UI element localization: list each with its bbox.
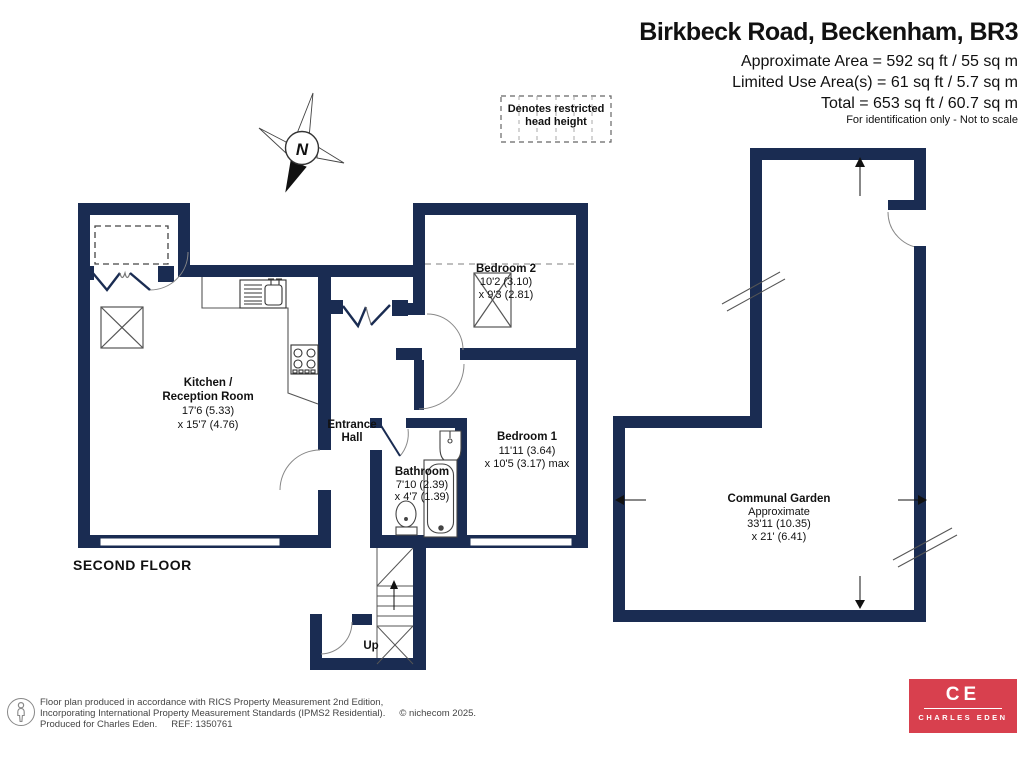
room-label-bedroom2: Bedroom 2 10'2 (3.10) x 9'3 (2.81) xyxy=(475,263,537,301)
skylight-window-kitchen xyxy=(100,306,144,349)
door-leaves xyxy=(91,270,401,457)
floor-name-label: SECOND FLOOR xyxy=(73,557,192,573)
toilet xyxy=(395,500,418,536)
garden-dimension-arrows xyxy=(615,157,927,609)
footer-line1: Floor plan produced in accordance with R… xyxy=(40,697,384,708)
compass-north-icon: N xyxy=(258,92,345,193)
footer-produced-for: Produced for Charles Eden. xyxy=(40,719,158,730)
kitchen-hob xyxy=(290,344,319,375)
charles-eden-logo: CE CHARLES EDEN xyxy=(909,679,1017,733)
staircase xyxy=(376,547,414,665)
scale-disclaimer: For identification only - Not to scale xyxy=(846,114,1018,126)
room-label-kitchen: Kitchen / Reception Room 17'6 (5.33) x 1… xyxy=(162,377,254,431)
footer-reference: REF: 1350761 xyxy=(171,719,233,730)
person-icon xyxy=(7,698,35,726)
room-label-communal-garden: Communal Garden Approximate 33'11 (10.35… xyxy=(727,493,831,543)
bathtub xyxy=(423,459,458,538)
footer-line2: Incorporating International Property Mea… xyxy=(40,708,386,719)
garden-walls xyxy=(613,148,926,622)
kitchen-sink xyxy=(239,278,287,309)
restricted-area-dashed-box xyxy=(94,225,169,265)
stairs-up-label: Up xyxy=(363,640,379,652)
kitchen-counter xyxy=(201,277,319,405)
logo-initials: CE xyxy=(945,684,981,705)
limited-use-area: Limited Use Area(s) = 61 sq ft / 5.7 sq … xyxy=(732,74,1018,91)
total-area: Total = 653 sq ft / 60.7 sq m xyxy=(821,95,1018,112)
logo-brand-name: CHARLES EDEN xyxy=(918,713,1008,722)
approximate-area: Approximate Area = 592 sq ft / 55 sq m xyxy=(740,53,1018,70)
room-label-bedroom1: Bedroom 1 11'11 (3.64) x 10'5 (3.17) max xyxy=(484,431,570,470)
footer-copyright: © nichecom 2025. xyxy=(399,708,477,719)
room-label-bathroom: Bathroom 7'10 (2.39) x 4'7 (1.39) xyxy=(394,466,450,503)
skylight-window-bedroom2 xyxy=(473,272,512,328)
wall-break-marks xyxy=(721,271,958,568)
page-title: Birkbeck Road, Beckenham, BR3 xyxy=(639,18,1018,46)
windows xyxy=(99,537,573,547)
room-label-entrance-hall: Entrance Hall xyxy=(327,419,377,444)
stairs-up-arrow xyxy=(390,580,398,610)
compass-north-label: N xyxy=(296,140,309,159)
legend-restricted-box xyxy=(500,95,612,143)
legend-restricted-label: Denotes restricted head height xyxy=(507,103,605,128)
person-icon-glyph xyxy=(17,702,25,722)
footer-disclaimer: Floor plan produced in accordance with R… xyxy=(40,697,476,730)
logo-divider xyxy=(924,708,1002,709)
